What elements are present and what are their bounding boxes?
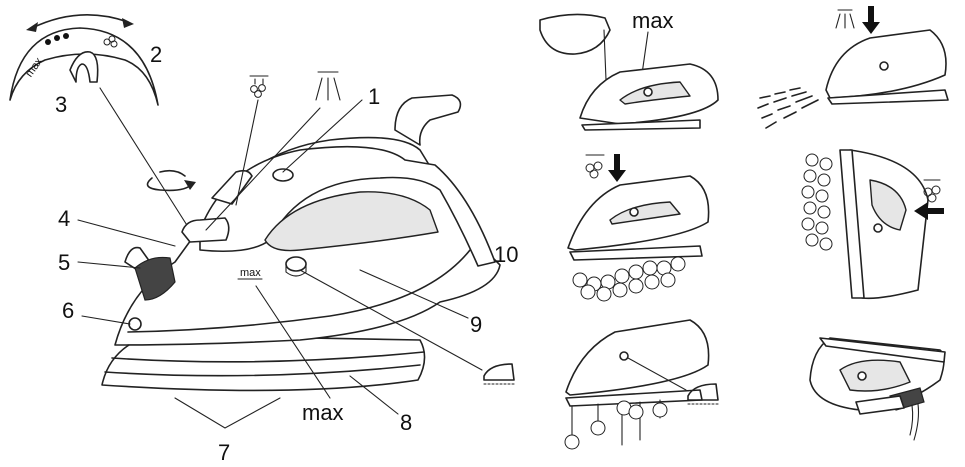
- self-clean-button: [128, 317, 142, 331]
- steam-cloud-icon: [923, 179, 941, 203]
- down-arrow-icon: [862, 6, 880, 34]
- iron-soleplate-icon: [483, 363, 515, 385]
- callout-2: 2: [150, 42, 162, 67]
- water-filler-inlet: [134, 256, 176, 301]
- body-max-mark: max: [240, 267, 261, 279]
- step-fill-water: max: [539, 8, 719, 131]
- dial-pointer: [69, 51, 99, 83]
- temperature-dial: max: [9, 14, 159, 106]
- water-tank-window: [264, 191, 439, 252]
- callout-6: 6: [62, 298, 74, 323]
- soleplate: [101, 334, 426, 392]
- left-arrow-icon: [914, 202, 944, 220]
- step-vertical-steam: [801, 149, 944, 300]
- main-iron: max: [101, 94, 501, 392]
- main-max-label: max: [302, 400, 344, 425]
- dial-double-arrow: [31, 14, 129, 29]
- iron-soleplate-icon: [687, 383, 719, 405]
- callout-8: 8: [400, 410, 412, 435]
- drip-puffs: [564, 399, 668, 450]
- steam-cloud-icon: [103, 35, 118, 48]
- steam-puffs-vertical: [801, 153, 833, 251]
- step-soleplate-drip: [564, 319, 719, 450]
- steam-control: [272, 168, 294, 182]
- cord-guard: [394, 94, 462, 146]
- step-steam-burst: [567, 154, 710, 302]
- thermostat-knob: [285, 256, 307, 272]
- callout-1: 1: [368, 84, 380, 109]
- step-drain: [809, 337, 946, 441]
- spray-mist: [757, 87, 819, 129]
- steam-puffs: [572, 256, 686, 302]
- steam-cloud-icon: [585, 154, 605, 179]
- dial-dots: [45, 33, 69, 45]
- rotate-arrow-icon: [146, 169, 196, 192]
- spray-icon: [315, 71, 341, 101]
- spray-button: [181, 217, 230, 243]
- water-jug: [539, 13, 611, 55]
- callout-5: 5: [58, 250, 70, 275]
- spray-icon: [835, 9, 855, 29]
- fill-step-max-label: max: [632, 8, 674, 33]
- callout-9: 9: [470, 312, 482, 337]
- down-arrow-icon: [608, 154, 626, 182]
- callout-3: 3: [55, 92, 67, 117]
- callout-10: 10: [494, 242, 518, 267]
- callout-7: 7: [218, 440, 230, 465]
- steam-cloud-icon: [249, 75, 269, 98]
- step-spray: [757, 6, 949, 129]
- callout-4: 4: [58, 206, 70, 231]
